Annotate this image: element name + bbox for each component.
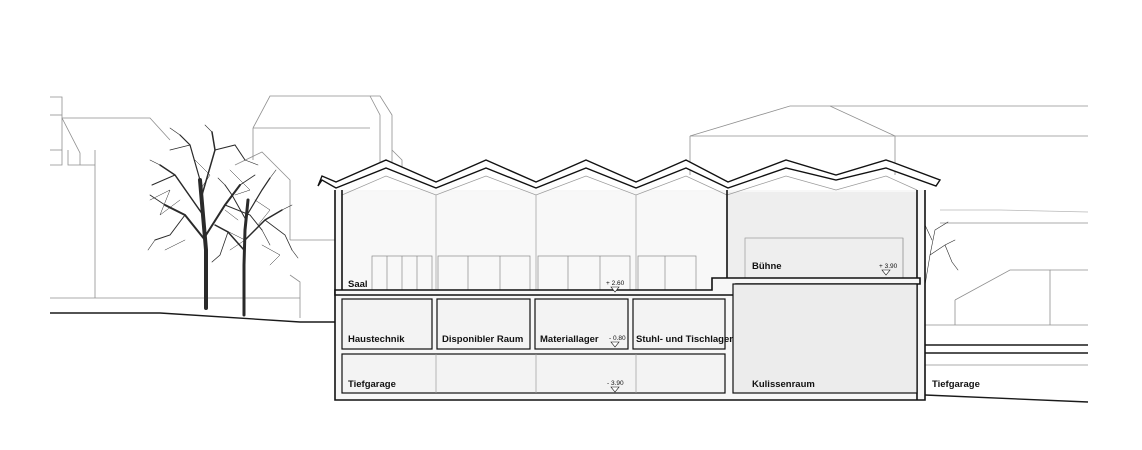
svg-text:+ 3.90: + 3.90 — [879, 263, 898, 270]
level-marker-buehne: + 3.90 — [879, 263, 898, 276]
sawtooth-roof — [317, 159, 942, 189]
tree-right — [211, 169, 299, 317]
room-haustechnik — [341, 298, 433, 350]
room-tiefgarage — [341, 353, 726, 394]
svg-text:- 3.90: - 3.90 — [607, 380, 624, 387]
room-label-haustechnik: Haustechnik — [348, 334, 405, 345]
svg-text:+ 2.60: + 2.60 — [606, 280, 625, 287]
room-label-kulissenraum: Kulissenraum — [752, 379, 815, 390]
room-stuhl-tischlager — [632, 298, 726, 350]
room-label-stuhl-tischlager: Stuhl- und Tischlager — [636, 334, 733, 345]
level-marker-basement: - 0.80 — [609, 335, 626, 348]
level-marker-garage: - 3.90 — [607, 380, 624, 393]
room-label-disponibler-raum: Disponibler Raum — [442, 334, 523, 345]
level-marker-saal: + 2.60 — [606, 280, 625, 293]
context-buildings-right — [689, 105, 1089, 403]
context-buildings-left — [50, 95, 403, 318]
building-section — [317, 159, 942, 401]
room-materiallager — [534, 298, 629, 350]
room-label-tiefgarage-right: Tiefgarage — [932, 379, 980, 390]
room-disponibler-raum — [436, 298, 531, 350]
room-kulissenraum — [732, 283, 918, 394]
room-label-saal: Saal — [348, 279, 368, 290]
room-label-materiallager: Materiallager — [540, 334, 599, 345]
tree-far-right — [924, 221, 959, 286]
ground-line-left — [50, 312, 335, 323]
tree-left — [147, 124, 271, 310]
svg-text:- 0.80: - 0.80 — [609, 335, 626, 342]
room-label-buehne: Bühne — [752, 261, 782, 272]
room-label-tiefgarage-left: Tiefgarage — [348, 379, 396, 390]
